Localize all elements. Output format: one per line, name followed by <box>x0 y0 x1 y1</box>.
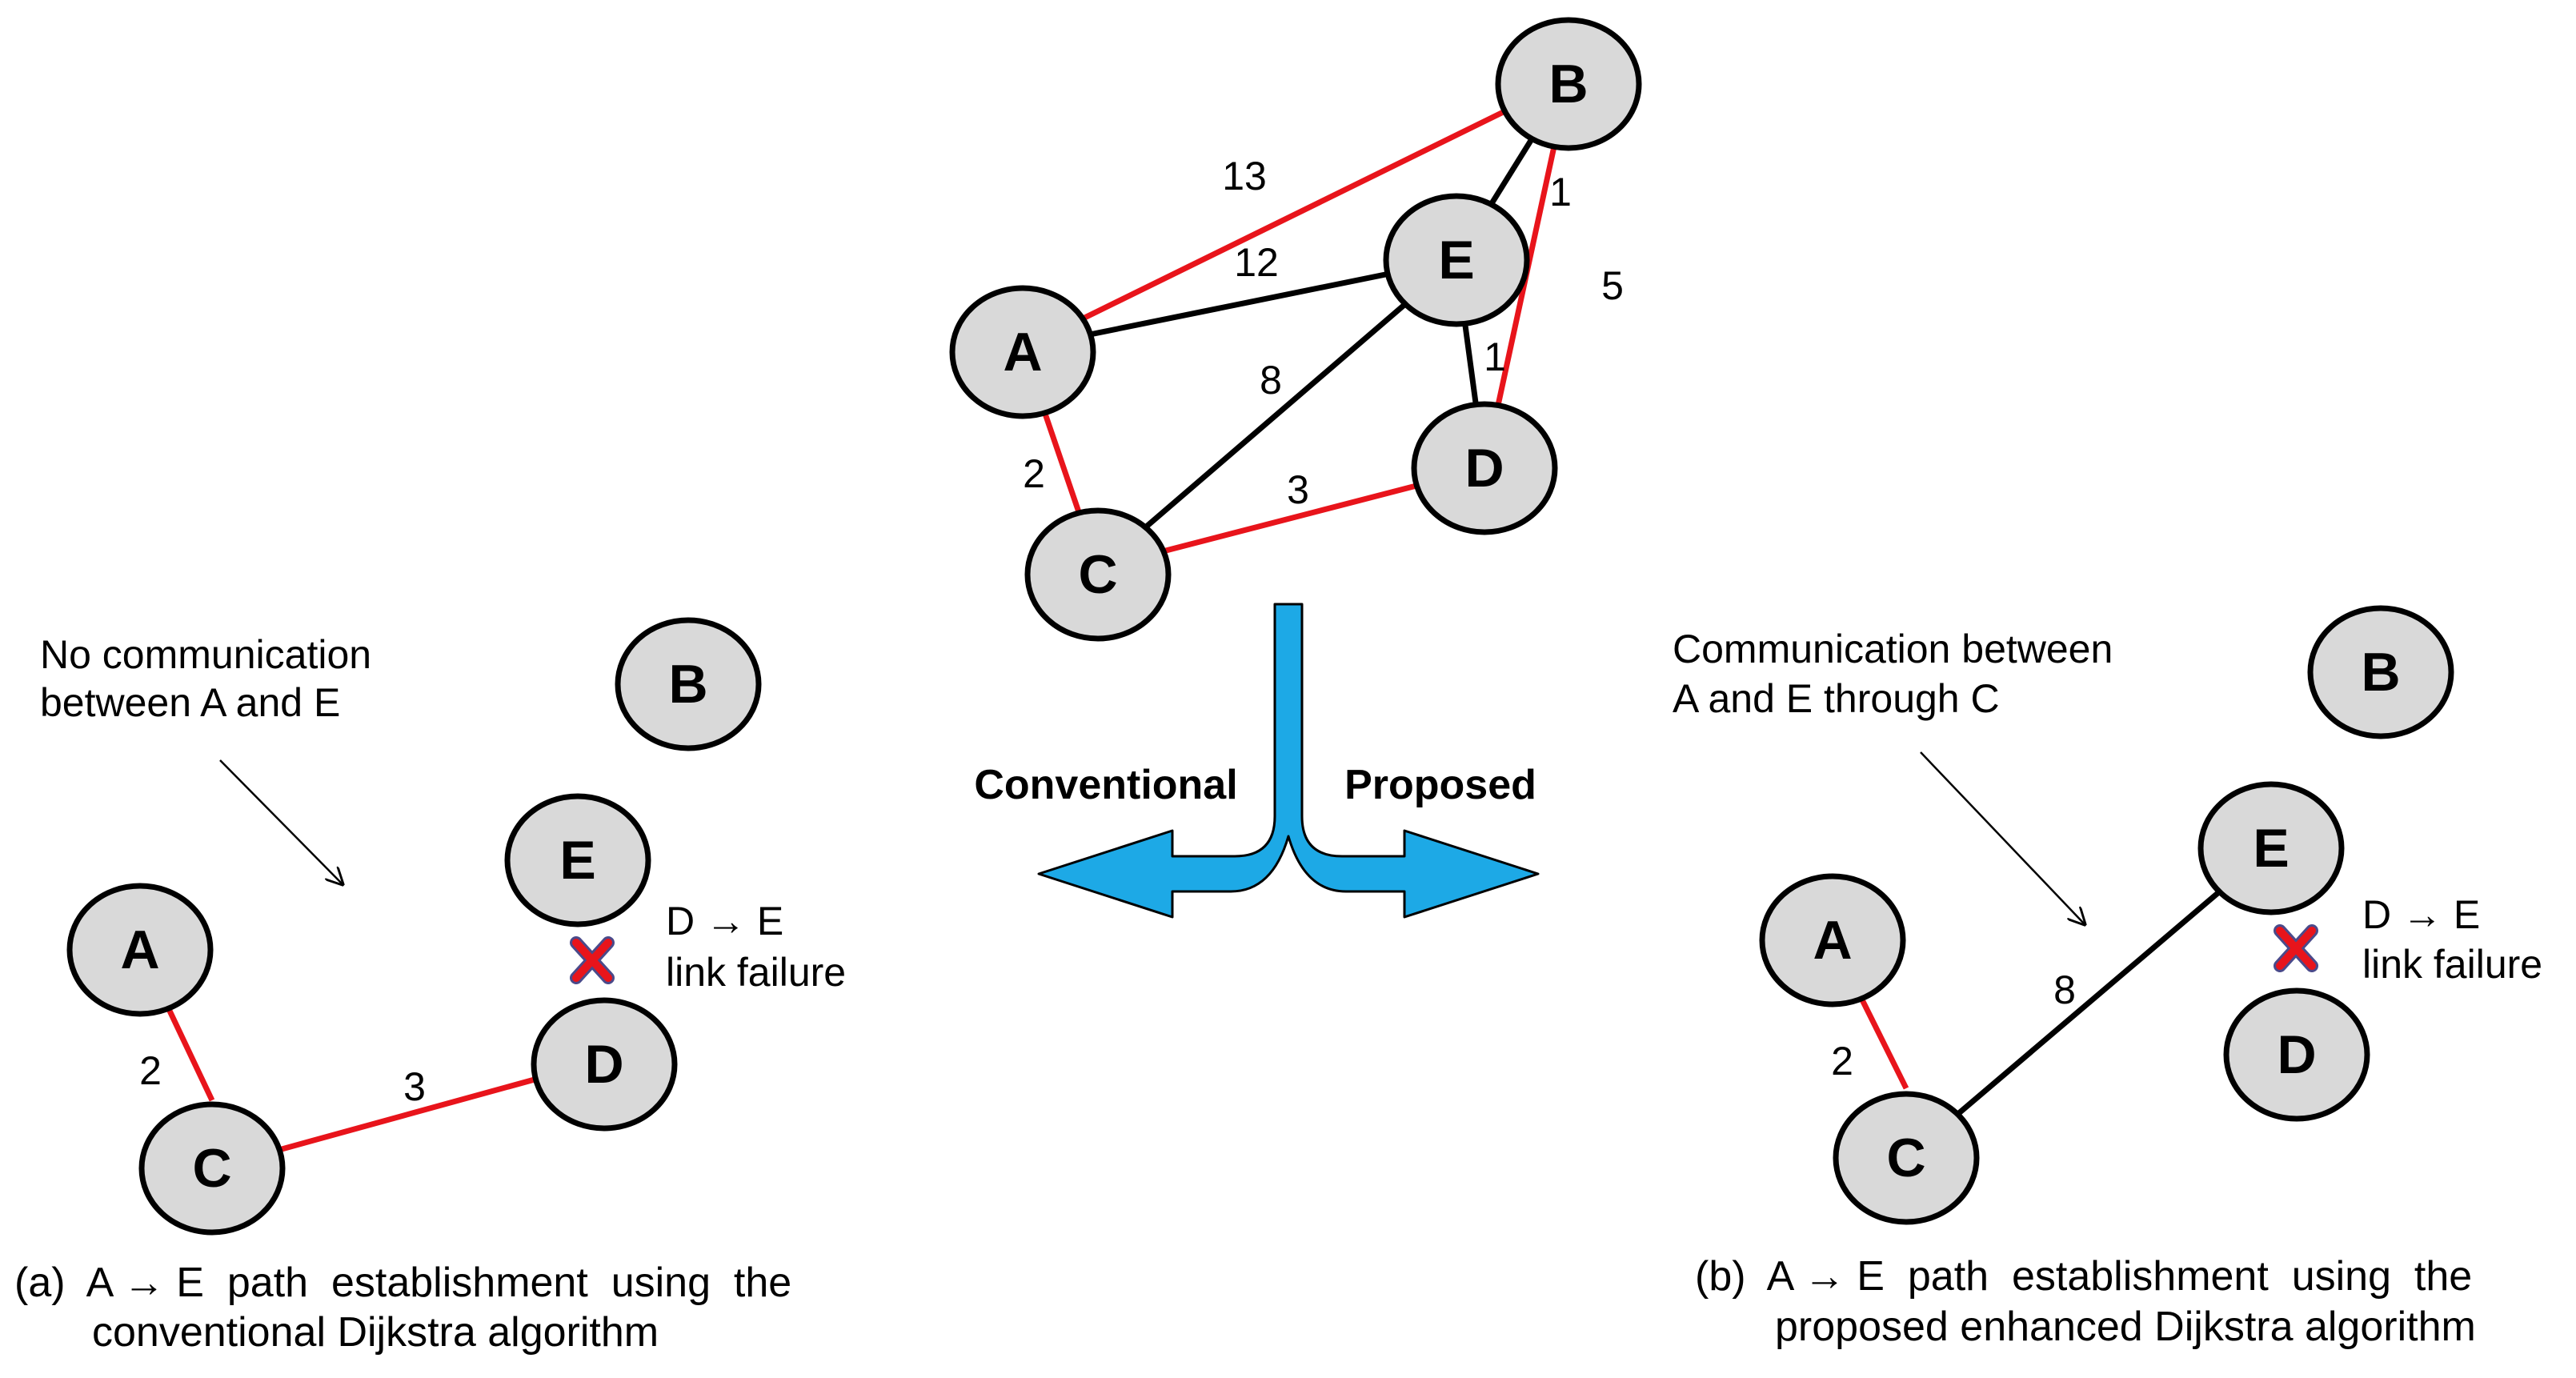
right-node-d: D <box>2223 987 2370 1122</box>
svg-text:C: C <box>1078 544 1117 605</box>
svg-text:E: E <box>2253 818 2289 879</box>
top-weight-c-e: 8 <box>1260 358 1282 403</box>
top-weight-e-d: 1 <box>1484 334 1506 379</box>
right-caption-line1: (b) A → E path establishment using the <box>1695 1253 2472 1300</box>
top-edge-a-b <box>1021 77 1570 351</box>
top-node-a: A <box>949 285 1096 419</box>
right-panel: Communication between A and E through C … <box>1673 605 2542 1350</box>
left-note-line1: No communication <box>40 632 371 677</box>
top-weight-a-e: 12 <box>1234 240 1279 285</box>
left-failure-x-icon <box>570 936 615 984</box>
split-arrow: Conventional Proposed <box>974 603 1540 919</box>
svg-text:A: A <box>1003 322 1042 383</box>
left-caption-line2: conventional Dijkstra algorithm <box>92 1309 659 1356</box>
right-node-e: E <box>2197 781 2345 915</box>
left-weight-c-d: 3 <box>403 1064 426 1109</box>
svg-text:E: E <box>1438 230 1474 290</box>
right-weight-a-c: 2 <box>1831 1039 1853 1084</box>
right-note-line1: Communication between <box>1673 627 2113 671</box>
left-panel: No communication between A and E 2 3 B E… <box>14 617 846 1356</box>
top-weight-c-d: 3 <box>1287 467 1309 512</box>
right-weight-c-e: 8 <box>2053 967 2076 1012</box>
left-weight-a-c: 2 <box>139 1048 162 1093</box>
top-node-d: D <box>1411 401 1558 535</box>
top-node-c: C <box>1024 507 1172 642</box>
left-node-a: A <box>66 883 214 1017</box>
left-caption-line1: (a) A → E path establishment using the <box>14 1260 791 1306</box>
svg-text:D: D <box>1464 438 1504 499</box>
left-failure-line2: link failure <box>666 950 846 995</box>
top-weight-a-b: 13 <box>1222 154 1267 198</box>
top-weight-b-d: 5 <box>1601 263 1624 308</box>
right-caption-line2: proposed enhanced Dijkstra algorithm <box>1775 1304 2476 1350</box>
right-note-arrow <box>1920 751 2085 924</box>
right-note-line2: A and E through C <box>1673 676 2000 721</box>
top-weight-b-e: 1 <box>1549 170 1572 214</box>
top-weight-a-c: 2 <box>1023 451 1045 496</box>
right-node-a: A <box>1759 873 1906 1007</box>
left-node-c: C <box>138 1101 286 1236</box>
split-arrow-shape <box>1037 603 1540 919</box>
top-edge-c-e <box>1096 258 1459 571</box>
right-node-b: B <box>2307 605 2454 739</box>
right-node-c: C <box>1833 1091 1980 1225</box>
label-conventional: Conventional <box>974 762 1237 808</box>
label-proposed: Proposed <box>1344 762 1536 808</box>
top-node-b: B <box>1495 17 1642 151</box>
svg-text:B: B <box>2361 642 2400 703</box>
top-graph: 13 12 2 8 3 1 1 5 A B E D C <box>949 17 1642 642</box>
right-failure-line2: link failure <box>2362 942 2542 987</box>
svg-text:A: A <box>120 919 159 980</box>
left-failure-line1: D → E <box>666 899 783 943</box>
top-node-e: E <box>1383 193 1530 327</box>
left-note-line2: between A and E <box>40 680 340 725</box>
svg-text:D: D <box>584 1034 623 1095</box>
left-node-b: B <box>615 617 762 751</box>
left-note-arrow <box>219 759 343 884</box>
right-failure-x-icon <box>2274 924 2318 972</box>
svg-text:A: A <box>1813 910 1852 971</box>
left-node-d: D <box>531 997 678 1132</box>
svg-text:B: B <box>1548 54 1588 114</box>
right-edge-c-e <box>1904 847 2271 1160</box>
top-edge-a-e <box>1022 257 1457 351</box>
svg-text:B: B <box>668 654 707 715</box>
svg-text:C: C <box>192 1138 231 1199</box>
left-node-e: E <box>504 793 651 927</box>
svg-text:C: C <box>1886 1128 1925 1188</box>
right-failure-line1: D → E <box>2362 892 2480 937</box>
svg-text:D: D <box>2277 1024 2316 1085</box>
svg-text:E: E <box>559 830 595 891</box>
